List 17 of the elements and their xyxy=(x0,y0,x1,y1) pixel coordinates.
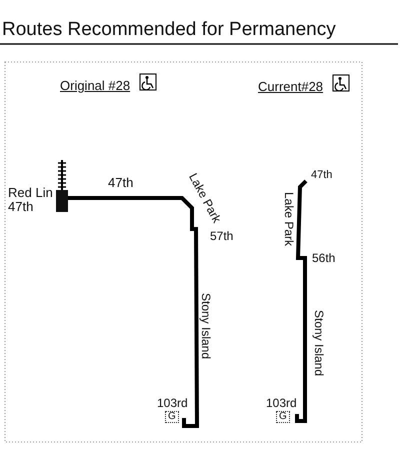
street-label: 103rd xyxy=(157,397,188,409)
title: Routes Recommended for Permanency xyxy=(2,20,336,39)
route-marker: G xyxy=(276,411,290,423)
street-label: 103rd xyxy=(266,397,297,409)
route-marker: G xyxy=(165,411,179,423)
street-label: Stony Island xyxy=(200,292,212,360)
street-label: 47th xyxy=(311,170,332,181)
street-label: Stony Island xyxy=(313,310,326,376)
street-label: 57th xyxy=(210,230,234,242)
station-label: Red Lin xyxy=(8,186,53,199)
street-label: 56th xyxy=(312,252,336,264)
street-label: Lake Park xyxy=(187,171,223,225)
street-label: Lake Park xyxy=(283,192,296,246)
station-label: 47th xyxy=(8,200,34,213)
route-heading: Current#28 xyxy=(258,80,324,93)
street-label: 47th xyxy=(108,176,134,189)
route-heading: Original #28 xyxy=(60,79,130,92)
